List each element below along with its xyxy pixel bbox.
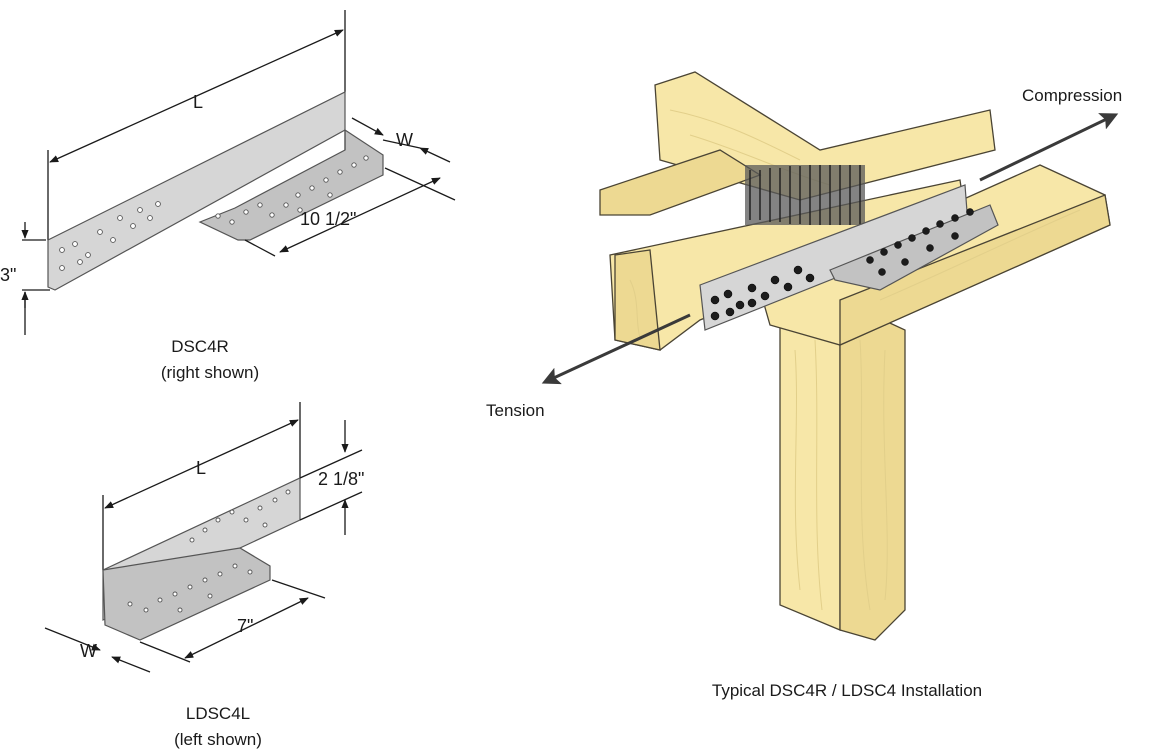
flange-holes [127,563,253,613]
dimension-line-l [104,419,299,509]
dsc4r-name: DSC4R [171,337,229,356]
ldsc4l-note: (left shown) [174,730,262,749]
truss-nail-plate [745,165,865,225]
installation-caption: Typical DSC4R / LDSC4 Installation [712,681,982,700]
dimension-line-leg [184,597,309,659]
ldsc4l-length-label: L [196,458,206,478]
dsc4r-drawing [21,10,456,335]
dsc4r-height-label: 3" [0,265,16,285]
tension-arrow [541,313,691,385]
web-holes [189,489,291,543]
installation-drawing [541,71,1119,641]
compression-label: Compression [1022,86,1122,105]
dimension-line-leg [279,177,441,253]
dsc4r-width-label: W [396,130,413,150]
dsc4r-leg-label: 10 1/2" [300,209,356,229]
ldsc4l-width-label: W [80,641,97,661]
dsc4r-note: (right shown) [161,363,259,382]
vertical-post [779,298,906,641]
ldsc4l-name: LDSC4L [186,704,250,723]
vertical-web-plate [47,91,346,291]
horizontal-flange-plate [102,547,271,641]
nail-pattern [710,208,974,321]
dsc4r-length-label: L [193,92,203,112]
ldsc4l-height-label: 2 1/8" [318,469,364,489]
tension-label: Tension [486,401,545,420]
web-holes [59,201,161,271]
top-rafters [599,71,996,216]
ldsc4l-drawing [44,402,363,673]
dimension-line-l [49,29,344,163]
compression-arrow [979,113,1119,182]
ldsc4l-leg-label: 7" [237,616,253,636]
